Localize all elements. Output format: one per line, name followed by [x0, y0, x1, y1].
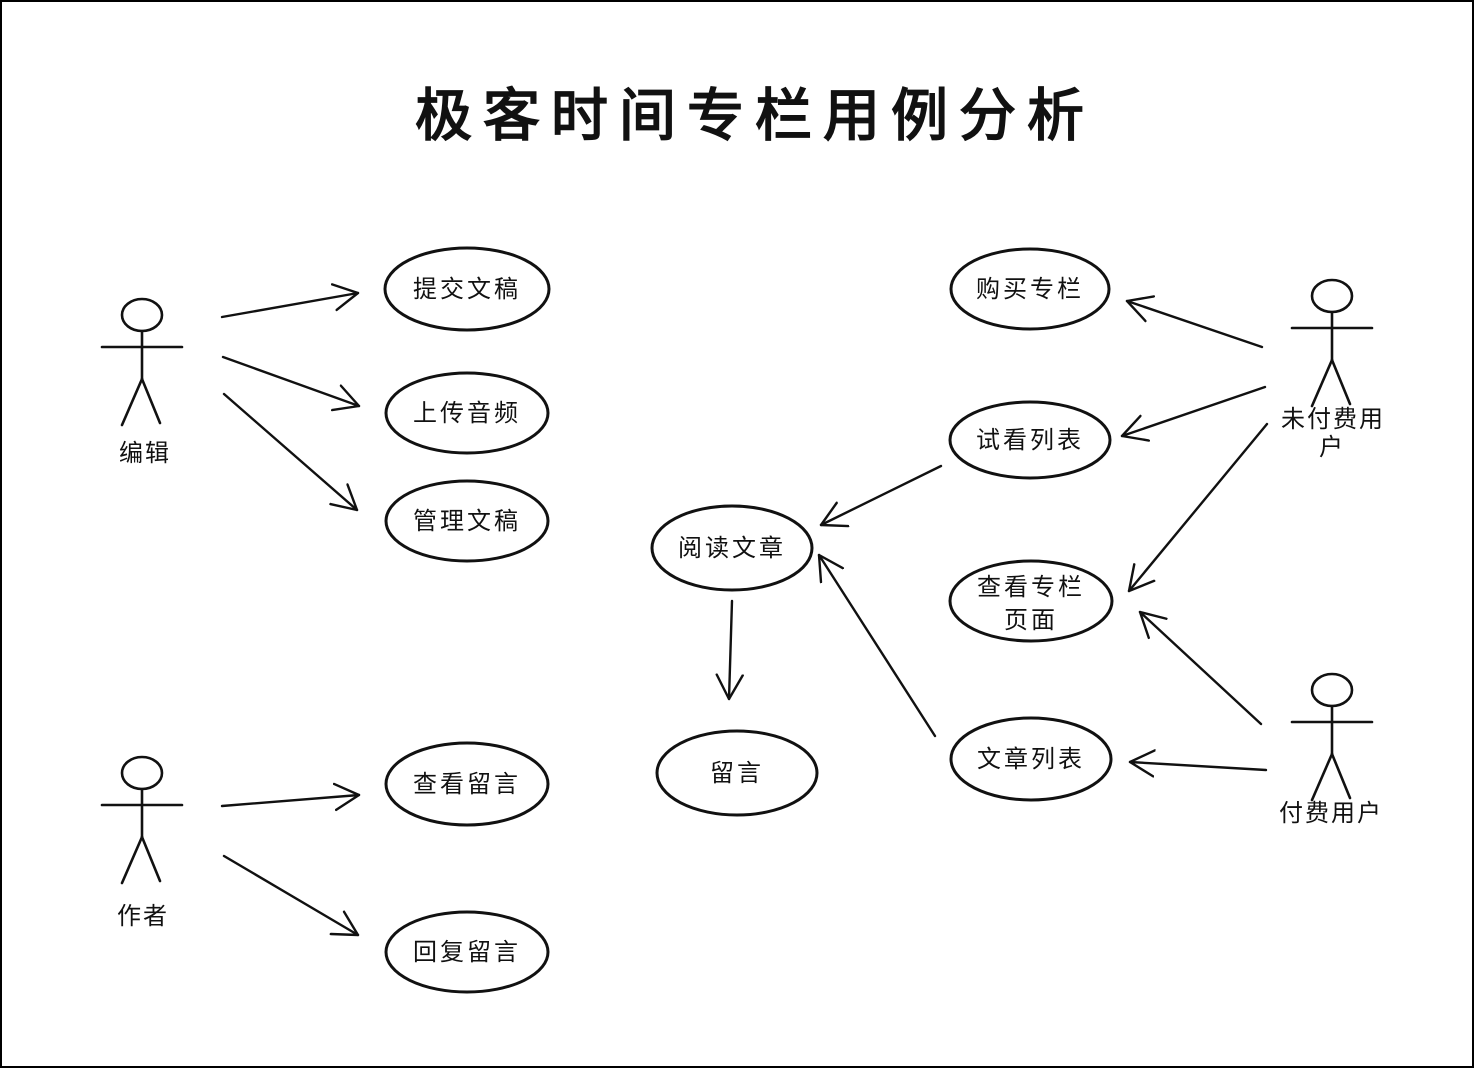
stickman-author-icon — [100, 755, 184, 885]
use-case-article-list-label: 文章列表 — [977, 745, 1085, 773]
actor-unpaid-user: 未付费用 户 — [1281, 278, 1385, 461]
page-title: 极客时间专栏用例分析 — [415, 83, 1095, 149]
use-case-view-comments: 查看留言 — [384, 741, 550, 827]
use-case-article-list: 文章列表 — [949, 716, 1113, 802]
arrow-article-list-to-read-article — [817, 553, 937, 738]
use-case-upload-audio: 上传音频 — [384, 371, 550, 455]
use-case-submit-draft-label: 提交文稿 — [413, 275, 521, 303]
use-case-manage-draft-label: 管理文稿 — [413, 507, 521, 535]
actor-paid-user-label: 付费用户 — [1279, 799, 1383, 827]
use-case-read-article-label: 阅读文章 — [678, 534, 786, 562]
use-case-upload-audio-label: 上传音频 — [413, 399, 521, 427]
use-case-read-article: 阅读文章 — [650, 504, 814, 592]
arrow-unpaid-user-to-buy-column — [1125, 301, 1264, 349]
use-case-reply-comments-label: 回复留言 — [413, 938, 521, 966]
arrow-author-to-reply-comments — [222, 854, 360, 937]
use-case-trial-list-label: 试看列表 — [976, 426, 1084, 454]
stickman-unpaid-user-icon — [1290, 278, 1374, 408]
use-case-buy-column-label: 购买专栏 — [976, 275, 1084, 303]
use-case-view-comments-label: 查看留言 — [413, 770, 521, 798]
actor-author-label: 作者 — [117, 902, 169, 930]
use-case-view-column-page-label-line2: 页面 — [1004, 606, 1058, 634]
arrow-paid-user-to-view-column-page — [1138, 610, 1263, 726]
use-case-comment-label: 留言 — [710, 759, 764, 787]
use-case-trial-list: 试看列表 — [948, 400, 1112, 480]
use-case-submit-draft: 提交文稿 — [383, 246, 551, 332]
actor-editor: 编辑 — [100, 297, 184, 467]
stickman-editor-icon — [100, 297, 184, 427]
use-case-comment: 留言 — [655, 729, 819, 817]
arrow-author-to-view-comments — [220, 795, 361, 806]
use-case-reply-comments: 回复留言 — [384, 910, 550, 994]
actor-paid-user: 付费用户 — [1279, 672, 1383, 827]
arrow-read-article-to-comment — [729, 599, 732, 701]
arrow-unpaid-user-to-view-column-page — [1127, 422, 1269, 593]
actor-unpaid-user-label-line1: 未付费用 — [1281, 405, 1385, 433]
use-case-view-column-page: 查看专栏 页面 — [948, 559, 1114, 643]
use-case-manage-draft: 管理文稿 — [384, 479, 550, 563]
actor-unpaid-user-label-line2: 户 — [1319, 433, 1345, 461]
use-case-view-column-page-label-line1: 查看专栏 — [977, 573, 1085, 601]
actor-editor-label: 编辑 — [119, 439, 171, 467]
stickman-paid-user-icon — [1290, 672, 1374, 802]
arrow-unpaid-user-to-trial-list — [1120, 385, 1267, 436]
use-case-buy-column: 购买专栏 — [949, 247, 1111, 331]
arrow-editor-to-upload-audio — [221, 355, 361, 406]
actor-author: 作者 — [100, 755, 184, 930]
arrow-editor-to-submit-draft — [220, 293, 360, 319]
arrow-paid-user-to-article-list — [1128, 762, 1268, 770]
arrow-trial-list-to-read-article — [819, 464, 943, 525]
arrow-editor-to-manage-draft — [222, 392, 359, 512]
